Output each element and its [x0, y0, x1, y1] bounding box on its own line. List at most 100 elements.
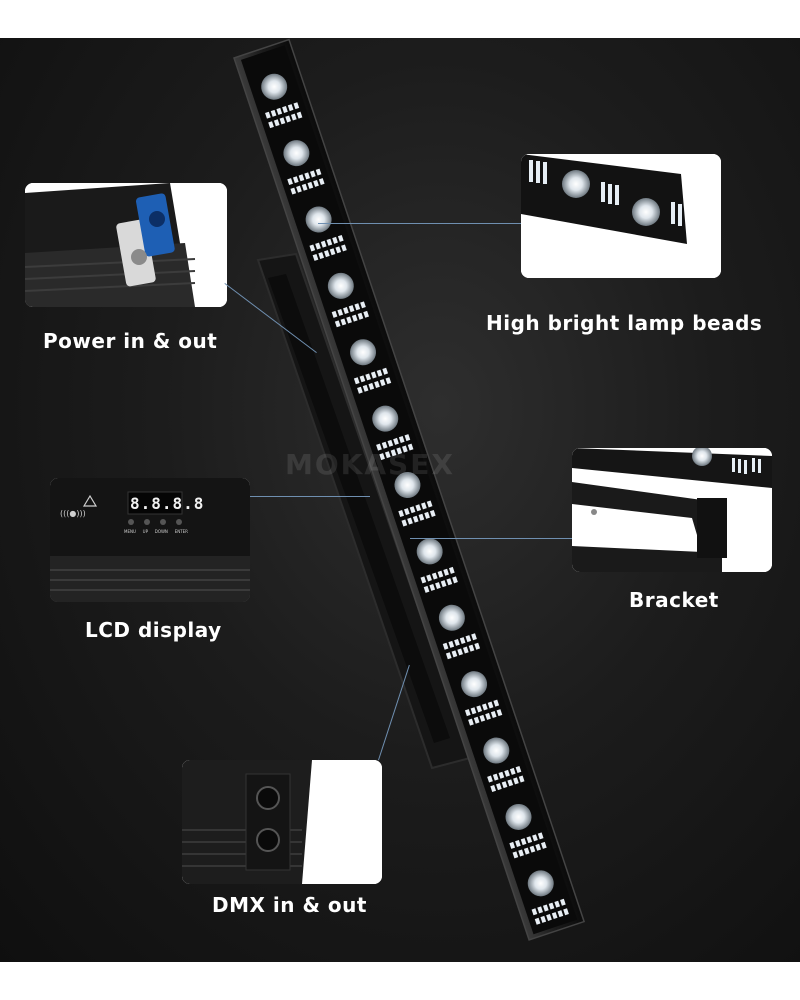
smd-led: [315, 242, 321, 250]
bracket-card: [572, 448, 772, 572]
smd-led: [446, 578, 453, 586]
smd-led: [376, 369, 383, 377]
smd-led: [431, 572, 438, 580]
lens-bead: [350, 339, 377, 366]
smd-led: [326, 238, 333, 246]
smd-led: [329, 248, 336, 256]
smd-led: [268, 121, 274, 129]
menu-button-label: MENU: [124, 529, 136, 534]
smd-led: [518, 849, 524, 857]
smd-led: [398, 436, 405, 443]
light-bar: [233, 38, 586, 941]
smd-led: [384, 451, 391, 459]
smd-led: [496, 783, 502, 791]
smd-led: [509, 767, 516, 775]
smd-led: [546, 913, 552, 921]
smd-led: [381, 441, 388, 449]
smd-led: [537, 906, 543, 914]
smd-led: [357, 386, 363, 394]
smd-led: [354, 303, 361, 311]
lens-bead: [394, 472, 421, 499]
smd-led: [320, 240, 327, 248]
lens-bead: [416, 538, 443, 565]
smd-led: [532, 834, 538, 842]
smd-led: [359, 375, 366, 383]
smd-led: [504, 769, 510, 777]
lens-bead: [461, 671, 488, 698]
smd-led: [487, 775, 493, 783]
smd-led: [448, 566, 455, 574]
smd-led: [409, 506, 416, 514]
smd-led: [476, 705, 483, 713]
watermark: MOKASEX: [285, 448, 455, 481]
smd-led: [537, 832, 544, 840]
smd-led: [421, 502, 427, 510]
smd-led: [407, 517, 413, 525]
beads-leader-line: [318, 223, 521, 224]
smd-led: [542, 904, 549, 912]
smd-led: [363, 310, 370, 318]
smd-led: [285, 115, 291, 123]
smd-led: [298, 174, 305, 182]
lcd-panel-illustration: [50, 478, 250, 602]
lamp-beads: [261, 73, 569, 925]
lens-bead: [261, 73, 288, 100]
smd-led: [462, 646, 469, 654]
smd-led: [540, 915, 547, 923]
smd-led: [501, 781, 508, 789]
smd-led: [509, 841, 516, 849]
smd-led: [296, 185, 302, 193]
smd-led: [290, 187, 297, 195]
smd-led: [412, 515, 419, 523]
lens-bead: [372, 405, 399, 432]
icon-label-left: (((●))): [60, 509, 86, 518]
bracket-leader-line: [410, 538, 572, 539]
smd-led: [435, 582, 441, 590]
smd-led: [296, 111, 303, 119]
smd-led: [487, 701, 494, 709]
lcd-button-labels: MENU UP DOWN ENTER: [124, 529, 188, 534]
smd-led: [353, 377, 360, 385]
smd-led: [470, 707, 477, 715]
smd-led: [512, 851, 519, 859]
smd-led: [276, 107, 283, 115]
smd-led: [482, 703, 488, 711]
smd-led: [287, 178, 293, 186]
smd-led: [507, 779, 514, 787]
smd-led: [335, 246, 342, 254]
lamp-beads-label: High bright lamp beads: [486, 311, 763, 335]
smd-led: [520, 838, 527, 846]
smd-led: [370, 371, 377, 379]
smd-led: [440, 580, 447, 588]
smd-led: [496, 709, 503, 717]
smd-led: [273, 119, 280, 127]
lamp-beads-illustration: [521, 154, 721, 278]
smd-led: [563, 908, 569, 916]
smd-led: [307, 181, 314, 189]
smd-led: [465, 635, 472, 643]
smd-led: [443, 568, 449, 576]
smd-led: [534, 917, 541, 925]
smd-led: [535, 843, 542, 851]
smd-led: [337, 234, 344, 242]
smd-led: [362, 384, 369, 392]
smd-led: [401, 519, 408, 527]
smd-led: [312, 253, 319, 261]
smd-led: [523, 847, 530, 855]
smd-led: [265, 111, 271, 119]
smd-led: [398, 510, 405, 517]
smd-led: [337, 308, 344, 316]
smd-led: [396, 447, 403, 455]
smd-led: [437, 570, 444, 578]
smd-led: [513, 777, 519, 785]
smd-led: [459, 637, 466, 645]
up-button-label: UP: [142, 529, 148, 534]
smd-led: [424, 511, 430, 519]
smd-led: [282, 106, 288, 113]
smd-led: [423, 585, 430, 593]
smd-led: [304, 172, 311, 180]
bracket-label: Bracket: [629, 588, 719, 612]
smd-led: [324, 250, 330, 258]
smd-led: [313, 179, 319, 187]
lens-bead: [305, 206, 332, 233]
